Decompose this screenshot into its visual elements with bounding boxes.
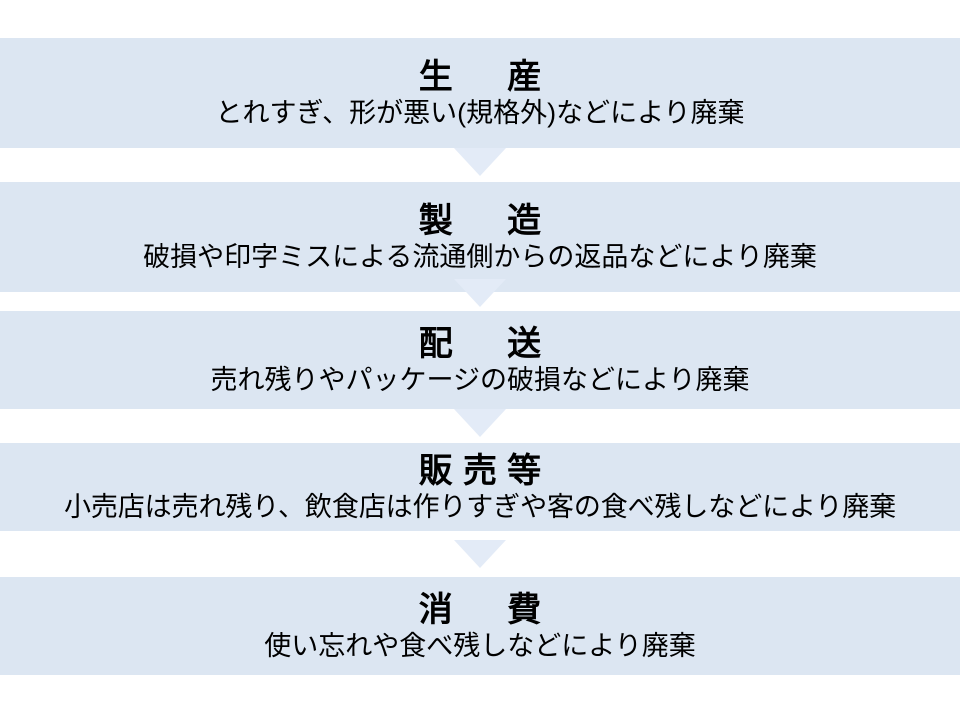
stage-description-delivery: 売れ残りやパッケージの破損などにより廃棄 [210, 364, 750, 395]
arrow-down-triangle-icon [454, 279, 506, 307]
stage-title-delivery: 配 送 [418, 324, 552, 363]
arrow-down-triangle-icon [454, 409, 506, 437]
stage-description-manufacturing: 破損や印字ミスによる流通側からの返品などにより廃棄 [143, 241, 817, 272]
stage-band-delivery: 配 送 売れ残りやパッケージの破損などにより廃棄 [0, 311, 960, 409]
stage-description-production: とれすぎ、形が悪い(規格外)などにより廃棄 [215, 97, 745, 128]
stage-band-production: 生 産 とれすぎ、形が悪い(規格外)などにより廃棄 [0, 38, 960, 148]
stage-description-sales: 小売店は売れ残り、飲食店は作りすぎや客の食べ残しなどにより廃棄 [63, 491, 897, 522]
arrow-down-triangle-icon [454, 540, 506, 568]
stage-title-consumption: 消 費 [418, 590, 552, 629]
stage-band-sales: 販売等 小売店は売れ残り、飲食店は作りすぎや客の食べ残しなどにより廃棄 [0, 443, 960, 531]
arrow-down-triangle-icon [454, 148, 506, 176]
stage-title-sales: 販売等 [418, 451, 552, 490]
stage-title-production: 生 産 [418, 57, 552, 96]
stage-description-consumption: 使い忘れや食べ残しなどにより廃棄 [264, 630, 696, 661]
stage-band-manufacturing: 製 造 破損や印字ミスによる流通側からの返品などにより廃棄 [0, 182, 960, 292]
stage-title-manufacturing: 製 造 [418, 201, 552, 240]
stage-band-consumption: 消 費 使い忘れや食べ残しなどにより廃棄 [0, 577, 960, 675]
